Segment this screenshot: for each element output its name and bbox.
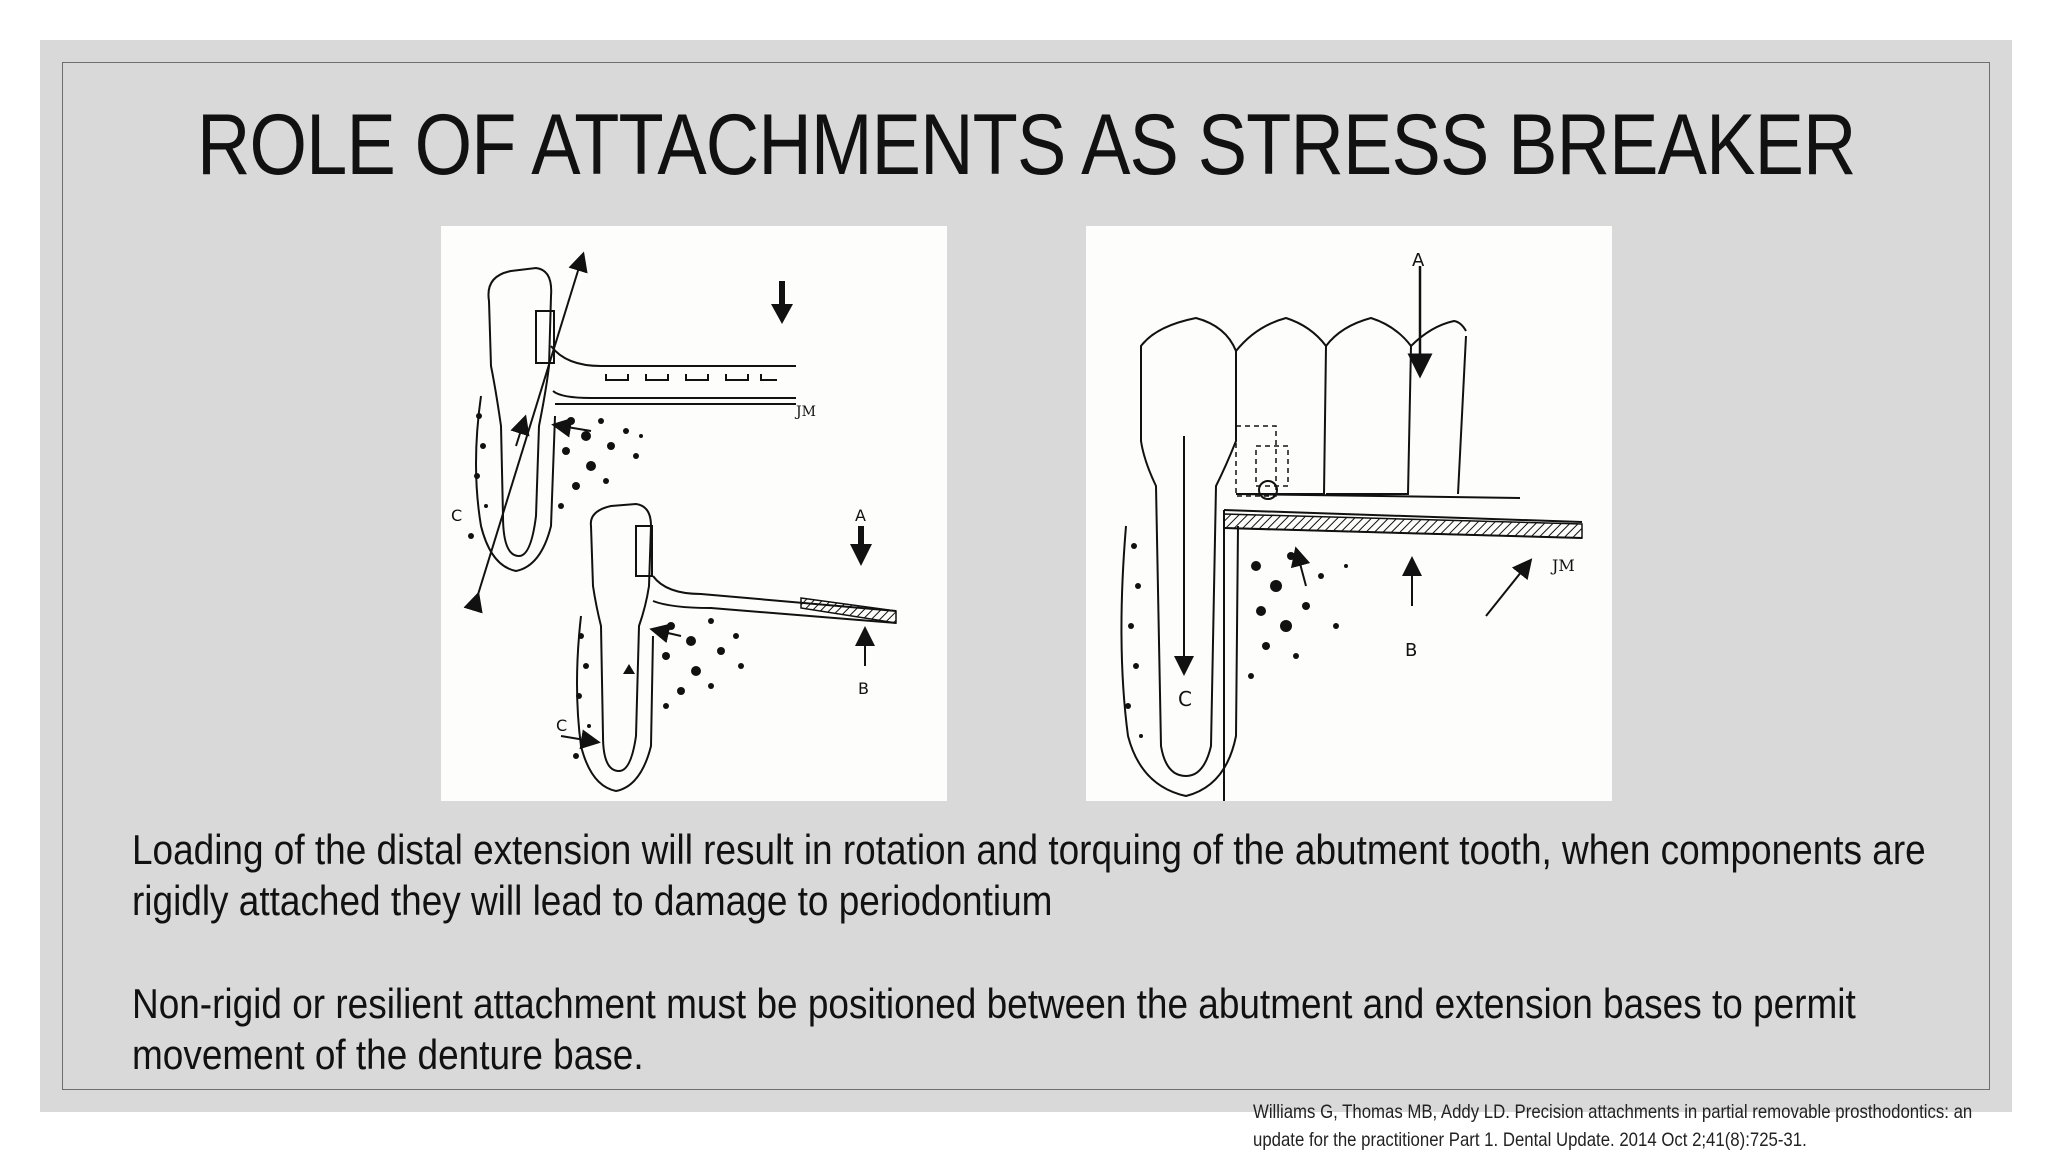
label-c-upper: C [451, 506, 462, 525]
label-a: A [1412, 250, 1425, 271]
slide-background [40, 40, 2012, 1112]
label-c: C [1178, 687, 1192, 711]
signature-label: JM [1550, 556, 1575, 575]
citation: Williams G, Thomas MB, Addy LD. Precisio… [1253, 1101, 1973, 1151]
resilient-attachment-figure: A B C JM [1086, 226, 1612, 801]
rigid-attachment-figure: JM A B C C [441, 226, 947, 801]
rigid-attachment-drawing: JM A B C C [451, 251, 897, 793]
label-c-lower: C [556, 716, 567, 735]
label-b: B [1405, 640, 1417, 661]
label-a: A [855, 506, 866, 525]
slide-frame [62, 62, 1990, 1090]
paragraph-loading: Loading of the distal extension will res… [132, 826, 1926, 924]
slide-title: ROLE OF ATTACHMENTS AS STRESS BREAKER [196, 97, 1857, 193]
signature-label: JM [794, 404, 816, 420]
label-b: B [858, 679, 869, 698]
paragraph-resilient: Non-rigid or resilient attachment must b… [132, 980, 1856, 1078]
resilient-attachment-drawing: A B C JM [1120, 250, 1583, 801]
